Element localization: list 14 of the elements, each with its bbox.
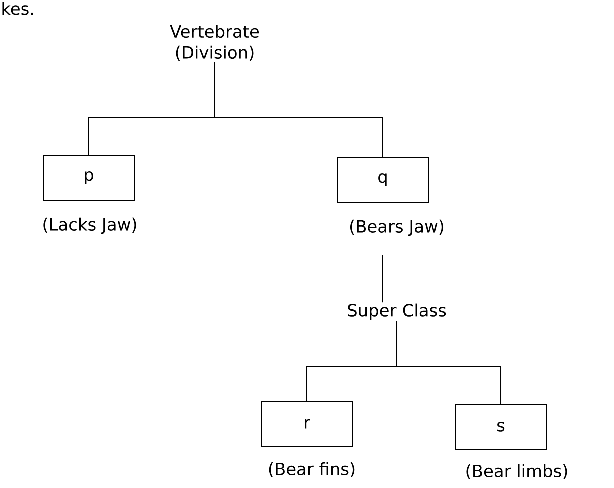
node-caption: (Bear fins)	[269, 462, 355, 478]
node-caption: (Lacks Jaw)	[44, 218, 136, 234]
letter-box: r	[261, 401, 353, 447]
letter-box: q	[337, 157, 429, 203]
connector-line	[382, 254, 384, 304]
rank-label: Super Class	[348, 304, 446, 320]
letter-box: p	[43, 155, 135, 201]
connector-line	[214, 62, 384, 158]
cut-text: kes.	[2, 2, 34, 16]
node-caption: (Bears Jaw)	[350, 220, 444, 236]
node-caption: (Bear limbs)	[466, 464, 568, 480]
letter-box: s	[455, 404, 547, 450]
rank-label: Vertebrate (Division)	[170, 24, 260, 61]
connector-line	[396, 320, 502, 404]
